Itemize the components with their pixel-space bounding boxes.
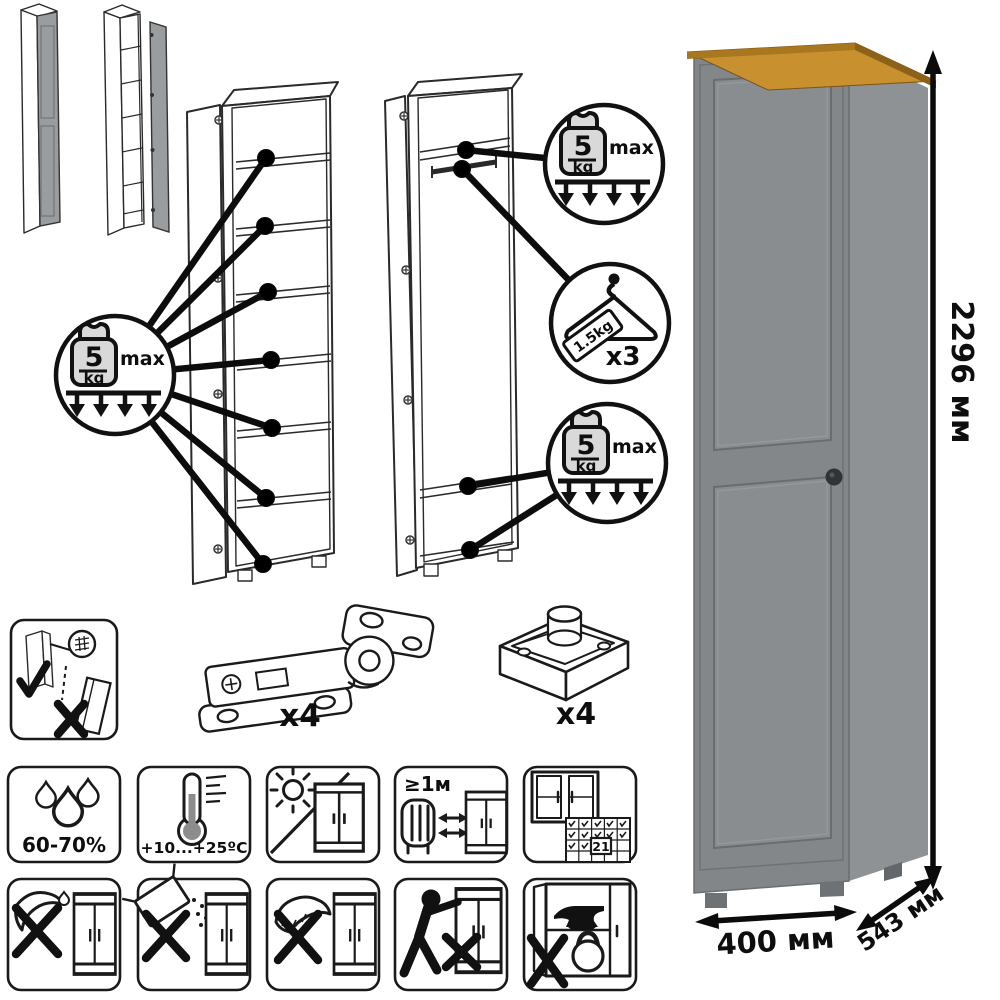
shelf-load-badge: 5 kg max — [56, 316, 174, 434]
x-mark-icon — [141, 909, 191, 963]
door-knob — [825, 468, 843, 486]
x-mark-icon — [53, 699, 89, 739]
bottom-shelf-load-badge: 5 kg max — [548, 404, 666, 522]
tile-no-overload — [522, 877, 638, 992]
bottom-load-unit: kg — [576, 457, 597, 475]
foot-count-label: x4 — [556, 697, 596, 732]
shelf-load-value: 5 — [85, 342, 104, 373]
x-mark-icon — [441, 932, 482, 972]
top-load-unit: kg — [573, 158, 594, 176]
thumbnail-cabinet-closed — [20, 3, 61, 234]
humidity-label: 60-70% — [22, 833, 106, 857]
depth-dimension: 543 мм — [852, 877, 949, 957]
sun-icon — [269, 766, 317, 814]
thermometer-icon — [177, 772, 227, 846]
tile-no-sunlight — [265, 765, 381, 864]
hinge-count-label: x4 — [279, 698, 321, 734]
tile-no-sharp-wet — [6, 877, 122, 992]
tile-no-pushing — [393, 877, 509, 992]
width-label: 400 мм — [715, 920, 835, 961]
hinge-hardware: x4 — [198, 604, 435, 734]
hanger-load-badge: 1.5kg x3 — [551, 264, 669, 382]
anvil-icon — [554, 906, 604, 927]
radiator-icon — [400, 798, 436, 855]
x-mark-icon — [11, 903, 63, 959]
shelf-load-unit: kg — [84, 369, 105, 387]
blade-icon — [14, 891, 64, 932]
droplet-icon — [57, 890, 71, 906]
foot-hardware: x4 — [498, 605, 630, 732]
distance-label: ≥1м — [404, 772, 451, 796]
tile-heat-distance: ≥1м — [393, 765, 509, 864]
check-icon — [16, 660, 51, 698]
tile-humidity: 60-70% — [6, 765, 122, 864]
hanger-count-label: x3 — [606, 342, 641, 372]
temperature-label: +10...+25ºC — [141, 839, 248, 857]
rod-cabinet-drawing — [384, 73, 523, 577]
thumbnail-cabinet-open — [103, 4, 170, 236]
x-mark-icon — [526, 933, 569, 989]
bottom-load-max: max — [612, 436, 657, 458]
height-label: 2296 мм — [944, 301, 979, 444]
wall-anchor-warning-tile — [9, 618, 119, 741]
top-shelf-load-badge: 5 kg max — [545, 105, 663, 223]
x-mark-icon — [273, 909, 323, 965]
width-dimension: 400 мм — [695, 905, 857, 962]
wardrobe-icon — [313, 782, 365, 853]
double-arrow-icon — [438, 813, 468, 838]
tile-no-abrasives — [122, 863, 252, 992]
calendar-icon: 21 — [565, 817, 631, 863]
top-load-value: 5 — [574, 131, 593, 162]
tile-ventilation: 21 — [522, 765, 638, 864]
height-dimension: 2296 мм — [924, 50, 979, 890]
kettlebell-icon — [571, 930, 605, 973]
tile-no-climbing — [265, 877, 381, 992]
tile-temperature: +10...+25ºC — [136, 765, 252, 864]
top-load-max: max — [609, 137, 654, 159]
wardrobe-render — [686, 42, 937, 908]
shelf-load-max: max — [120, 348, 165, 370]
calendar-day-label: 21 — [592, 839, 609, 854]
person-icon — [399, 889, 462, 978]
bottom-load-value: 5 — [577, 430, 596, 461]
